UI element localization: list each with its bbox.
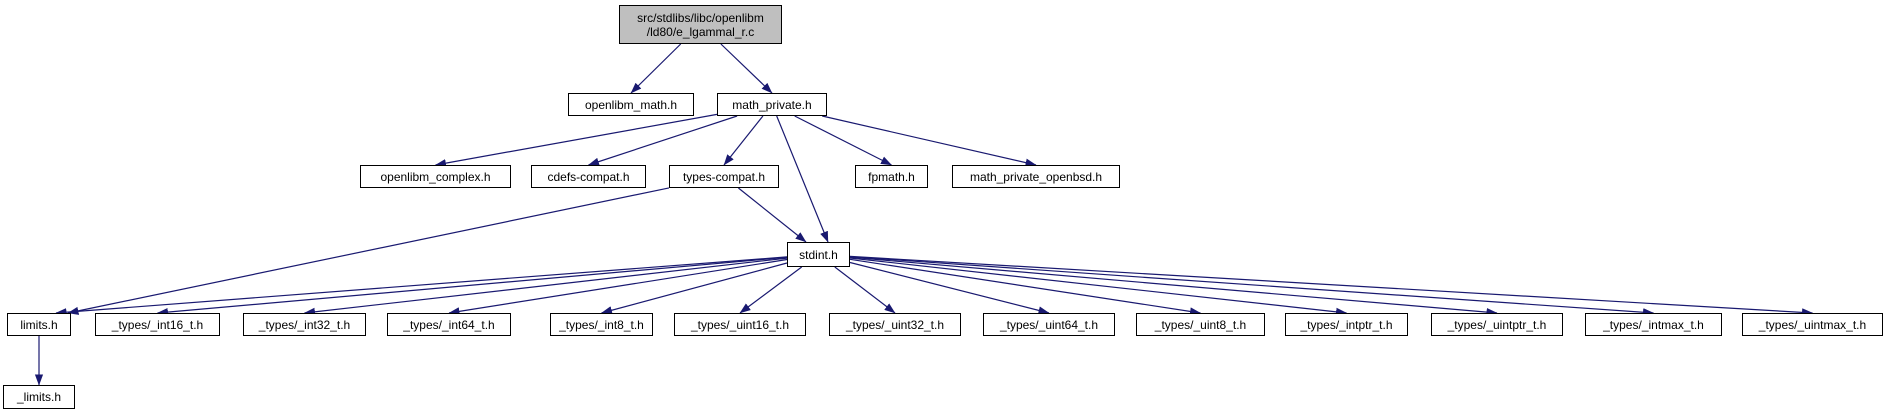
dependency-edge-types-compat-to-stdint [738, 187, 807, 243]
dependency-edge-stdint-to-uint64 [849, 261, 1050, 315]
node-label: _types/_uint64_t.h [999, 317, 1099, 332]
node-label: openlibm_complex.h [380, 169, 491, 184]
node-label: types-compat.h [682, 169, 766, 184]
dependency-edge-stdint-to-int32 [304, 257, 788, 316]
graph-node-cdefs-compat[interactable]: cdefs-compat.h [531, 165, 646, 188]
node-label: /ld80/e_lgammal_r.c [646, 24, 755, 39]
dependency-edge-math-private-to-fpmath [794, 115, 892, 166]
node-label: math_private_openbsd.h [969, 169, 1103, 184]
dependency-edge-math-private-to-cdefs-compat [588, 115, 738, 166]
graph-node-int32[interactable]: _types/_int32_t.h [243, 313, 366, 336]
node-label: _types/_uintptr_t.h [1447, 317, 1547, 332]
dependency-edge-math-private-to-stdint [776, 115, 829, 243]
node-label: fpmath.h [868, 169, 915, 184]
node-label: _types/_int8_t.h [559, 317, 644, 332]
node-label: _types/_int64_t.h [403, 317, 495, 332]
graph-node-intmax[interactable]: _types/_intmax_t.h [1585, 313, 1722, 336]
dependency-edge-math-private-to-types-compat [723, 115, 764, 166]
node-label: _types/_uint16_t.h [690, 317, 790, 332]
graph-node-root: src/stdlibs/libc/openlibm/ld80/e_lgammal… [619, 5, 782, 44]
dependency-edge-stdint-to-limits [55, 256, 788, 317]
graph-node-int64[interactable]: _types/_int64_t.h [387, 313, 511, 336]
graph-node-openlibm-complex[interactable]: openlibm_complex.h [360, 165, 511, 188]
node-label: math_private.h [732, 97, 812, 112]
node-label: _types/_uintmax_t.h [1758, 317, 1867, 332]
graph-node-limits[interactable]: limits.h [7, 313, 71, 336]
graph-node-math-private[interactable]: math_private.h [717, 93, 827, 116]
dependency-edge-stdint-to-uintmax [849, 255, 1813, 317]
dependency-edge-root-to-openlibm-math [630, 43, 682, 94]
node-label: _types/_uint8_t.h [1154, 317, 1247, 332]
node-label: stdint.h [799, 247, 838, 262]
dependency-edge-stdint-to-int16 [157, 256, 788, 317]
node-label: _types/_int16_t.h [111, 317, 204, 332]
graph-node-types-compat[interactable]: types-compat.h [669, 165, 779, 188]
graph-node-uint64[interactable]: _types/_uint64_t.h [983, 313, 1115, 336]
graph-node-uint32[interactable]: _types/_uint32_t.h [829, 313, 961, 336]
node-label: _types/_uint32_t.h [845, 317, 945, 332]
dependency-edge-root-to-math-private [720, 43, 773, 94]
graph-node-fpmath[interactable]: fpmath.h [855, 165, 928, 188]
dependency-edge-math-private-to-openlibm-complex [435, 113, 718, 168]
node-label: cdefs-compat.h [547, 169, 630, 184]
node-label: src/stdlibs/libc/openlibm [637, 10, 764, 25]
graph-node-openlibm-math[interactable]: openlibm_math.h [568, 93, 694, 116]
dependency-edge-stdint-to-uint16 [739, 266, 803, 314]
graph-node-int8[interactable]: _types/_int8_t.h [550, 313, 653, 336]
dependency-edge-math-private-to-math-private-openbsd [822, 115, 1037, 167]
node-label: _limits.h [16, 390, 61, 404]
dependency-edge-stdint-to-int64 [448, 258, 788, 316]
dependency-edge-stdint-to-uint32 [834, 266, 896, 314]
node-label: limits.h [20, 317, 58, 332]
node-label: _types/_intmax_t.h [1603, 317, 1704, 332]
dependency-edge-stdint-to-intptr [849, 257, 1347, 316]
dependency-edge-types-compat-to-limits [67, 187, 670, 315]
graph-node-stdint[interactable]: stdint.h [787, 242, 850, 267]
graph-node-int16[interactable]: _types/_int16_t.h [95, 313, 220, 336]
node-label: _types/_intptr_t.h [1300, 317, 1393, 332]
graph-node-math-private-openbsd[interactable]: math_private_openbsd.h [952, 165, 1120, 188]
dependency-edge-stdint-to-intmax [849, 256, 1654, 317]
node-label: openlibm_math.h [584, 97, 678, 112]
node-label: _types/_int32_t.h [258, 317, 351, 332]
graph-node-intptr[interactable]: _types/_intptr_t.h [1285, 313, 1408, 336]
graph-node-uintmax[interactable]: _types/_uintmax_t.h [1742, 313, 1883, 336]
graph-node--limits[interactable]: _limits.h [3, 385, 75, 409]
dependency-edge-stdint-to-uintptr [849, 256, 1498, 317]
graph-node-uintptr[interactable]: _types/_uintptr_t.h [1431, 313, 1563, 336]
graph-node-uint16[interactable]: _types/_uint16_t.h [674, 313, 806, 336]
graph-node-uint8[interactable]: _types/_uint8_t.h [1136, 313, 1265, 336]
dependency-edge-stdint-to-int8 [601, 262, 788, 315]
dependency-edge-stdint-to-uint8 [849, 258, 1201, 316]
